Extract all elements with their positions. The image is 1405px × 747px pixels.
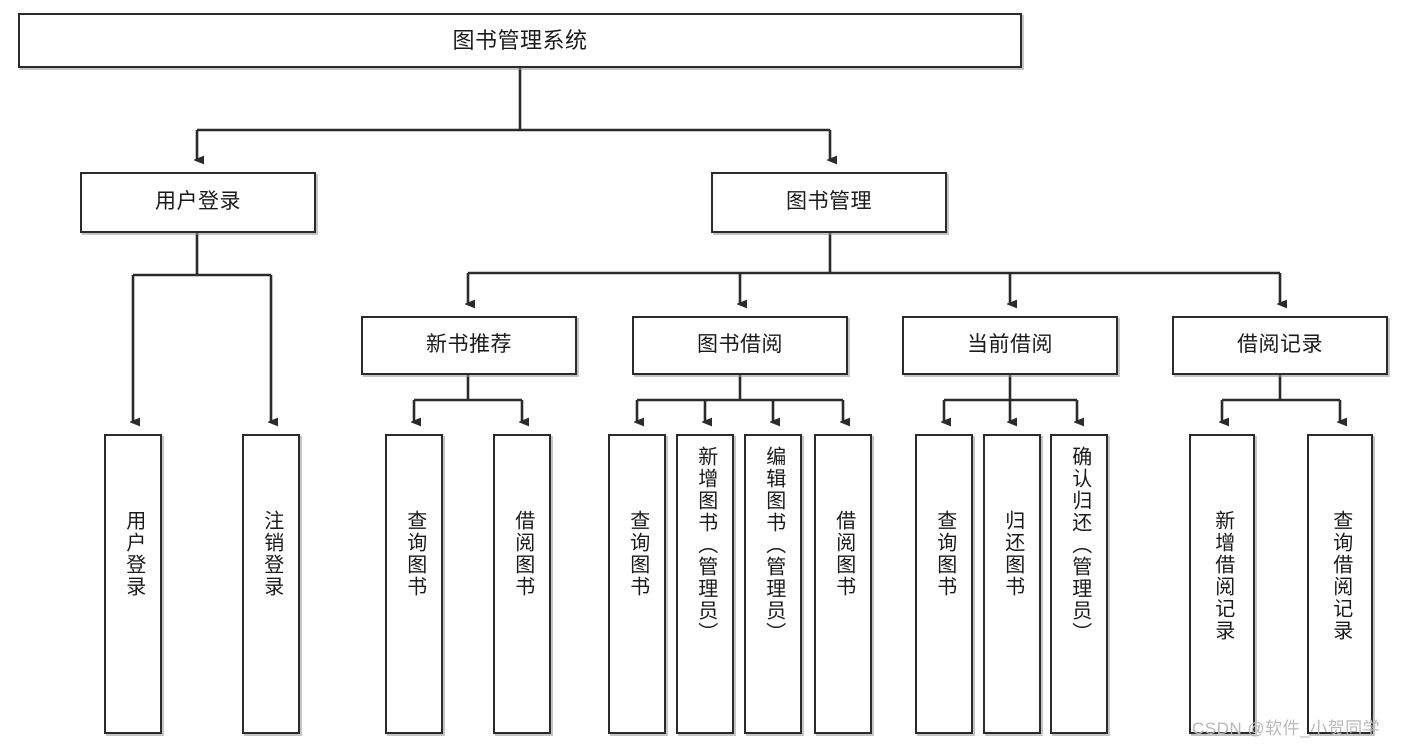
node-label: 新书推荐 [426,333,512,357]
csdn-watermark: CSDN @软件_小贺同学 [1192,719,1381,738]
node-leaf-query-book-1[interactable]: 查询图书 [385,434,443,734]
node-leaf-add-record[interactable]: 新增借阅记录 [1189,434,1255,734]
node-leaf-borrow-book-1[interactable]: 借阅图书 [493,434,551,734]
node-leaf-query-book-3[interactable]: 查询图书 [915,434,973,734]
node-label: 查询图书 [403,510,426,598]
node-leaf-edit-book[interactable]: 编辑图书（管理员） [744,434,802,734]
node-leaf-logout-login[interactable]: 注销登录 [242,434,300,734]
node-label: 图书管理 [786,190,872,214]
node-label: 图书管理系统 [452,27,588,53]
node-label: 当前借阅 [967,333,1053,357]
node-book-borrow[interactable]: 图书借阅 [632,316,848,375]
node-leaf-confirm-return[interactable]: 确认归还（管理员） [1050,434,1108,734]
node-label: 图书借阅 [697,333,783,357]
node-label: 借阅图书 [511,510,534,598]
node-label: 查询借阅记录 [1329,510,1352,642]
node-new-book-recommend[interactable]: 新书推荐 [361,316,577,375]
node-borrow-record[interactable]: 借阅记录 [1172,316,1388,375]
node-label: 查询图书 [933,510,956,598]
node-leaf-return-book[interactable]: 归还图书 [983,434,1041,734]
node-book-manage[interactable]: 图书管理 [711,172,947,233]
node-label: 用户登录 [122,510,145,598]
node-label: 借阅图书 [832,510,855,598]
node-leaf-borrow-book-2[interactable]: 借阅图书 [814,434,872,734]
node-label: 归还图书 [1001,510,1024,598]
node-current-borrow[interactable]: 当前借阅 [902,316,1118,375]
node-leaf-query-book-2[interactable]: 查询图书 [608,434,666,734]
node-label: 用户登录 [155,190,241,214]
node-label: 注销登录 [260,510,283,598]
node-user-login[interactable]: 用户登录 [80,172,316,233]
node-leaf-user-login[interactable]: 用户登录 [104,434,162,734]
node-label: 确认归还（管理员） [1068,446,1091,644]
node-root-system[interactable]: 图书管理系统 [18,13,1022,68]
node-label: 查询图书 [626,510,649,598]
node-label: 新增借阅记录 [1211,510,1234,642]
node-leaf-query-record[interactable]: 查询借阅记录 [1307,434,1373,734]
node-label: 编辑图书（管理员） [762,446,785,644]
node-label: 借阅记录 [1237,333,1323,357]
node-leaf-add-book[interactable]: 新增图书（管理员） [676,434,734,734]
node-label: 新增图书（管理员） [694,446,717,644]
